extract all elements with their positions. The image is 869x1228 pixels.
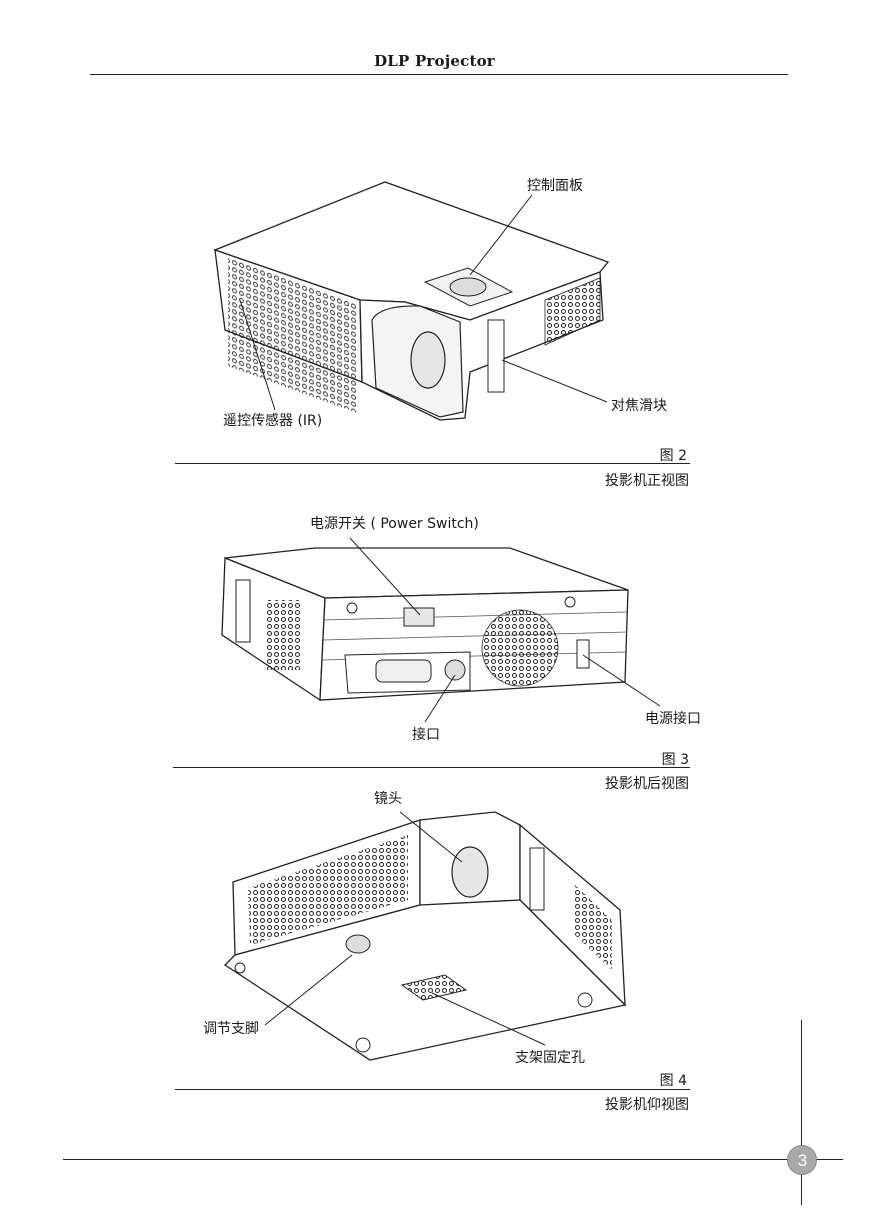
label-mount-holes: 支架固定孔 xyxy=(515,1050,585,1066)
figure-caption-3: 投影机后视图 xyxy=(605,776,689,792)
label-adjust-foot: 调节支脚 xyxy=(203,1021,259,1037)
label-power-switch: 电源开关 ( Power Switch) xyxy=(310,516,479,532)
figure-caption-2: 投影机正视图 xyxy=(605,473,689,489)
projector-bottom-illustration xyxy=(223,811,627,1061)
page-header-title: DLP Projector xyxy=(374,52,495,70)
figure-number-2: 图 2 xyxy=(659,448,687,464)
projector-rear-illustration xyxy=(221,537,661,723)
page-number-circle xyxy=(787,1145,817,1175)
projector-front-illustration xyxy=(213,181,610,421)
page-number: 3 xyxy=(797,1151,808,1170)
figure-4-rule xyxy=(175,1089,690,1090)
label-power-socket: 电源接口 xyxy=(645,711,701,727)
label-control-panel: 控制面板 xyxy=(527,178,583,194)
figure-3-rule xyxy=(173,767,690,768)
label-focus-slider: 对焦滑块 xyxy=(611,398,667,414)
figure-number-4: 图 4 xyxy=(659,1073,687,1089)
header-rule xyxy=(90,74,788,75)
figure-2-rule xyxy=(175,463,690,464)
footer-vertical-rule xyxy=(801,1020,802,1205)
label-lens: 镜头 xyxy=(374,791,402,807)
label-ir-sensor: 遥控传感器 (IR) xyxy=(223,413,323,429)
footer-rule xyxy=(63,1159,843,1160)
figure-caption-4: 投影机仰视图 xyxy=(605,1097,689,1113)
label-interface: 接口 xyxy=(412,727,440,743)
figure-number-3: 图 3 xyxy=(661,752,689,768)
